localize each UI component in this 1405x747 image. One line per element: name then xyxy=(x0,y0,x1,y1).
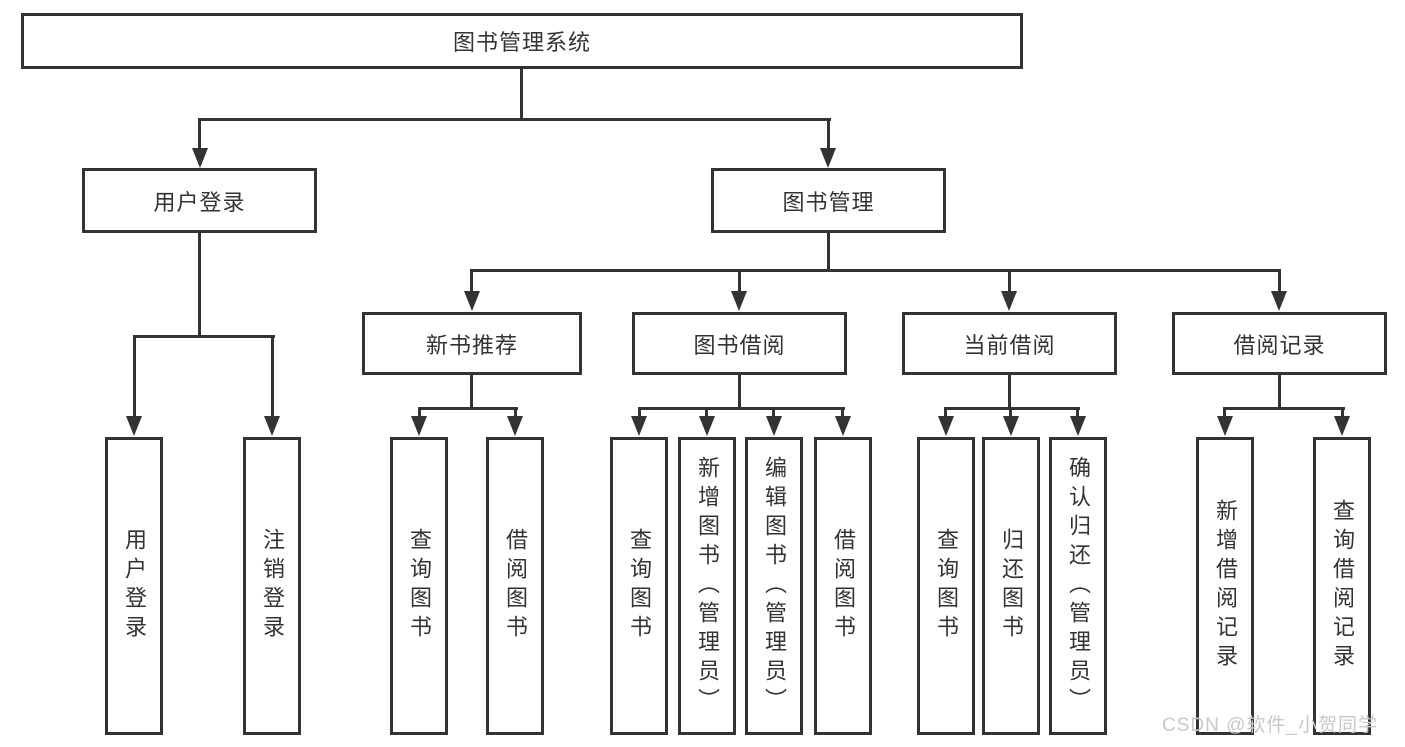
connector-root-vertical xyxy=(520,69,523,120)
leaf-label: 查询借阅记录 xyxy=(1330,499,1355,673)
leaf-label: 借阅图书 xyxy=(503,528,528,644)
leaf-label: 确认归还（管理员） xyxy=(1066,455,1091,717)
connector-nr-horizontal xyxy=(418,407,518,410)
leaf-br-add-record: 新增借阅记录 xyxy=(1196,437,1254,735)
connector-user-login-vertical xyxy=(198,233,201,337)
arrow-down-icon xyxy=(411,416,427,436)
leaf-user-login: 用户登录 xyxy=(105,437,163,735)
leaf-nr-borrow-book: 借阅图书 xyxy=(486,437,544,735)
arrow-down-icon xyxy=(766,416,782,436)
connector-drop-leaf-logout xyxy=(271,335,274,418)
leaf-label: 查询图书 xyxy=(934,528,959,644)
connector-drop-bb-add xyxy=(705,407,708,419)
connector-drop-br-query xyxy=(1341,407,1344,419)
connector-drop-nr-borrow xyxy=(514,407,517,419)
arrow-down-icon xyxy=(464,291,480,311)
node-book-management: 图书管理 xyxy=(711,168,946,233)
leaf-bb-add-book-admin: 新增图书（管理员） xyxy=(678,437,736,735)
node-new-book-recommend: 新书推荐 xyxy=(362,312,582,375)
connector-br-horizontal xyxy=(1223,407,1345,410)
leaf-cb-return-book: 归还图书 xyxy=(982,437,1040,735)
connector-drop-bb-query xyxy=(638,407,641,419)
connector-br-vertical xyxy=(1278,375,1281,409)
node-book-borrow: 图书借阅 xyxy=(632,312,847,375)
leaf-logout: 注销登录 xyxy=(243,437,301,735)
leaf-nr-query-book: 查询图书 xyxy=(390,437,448,735)
node-label: 图书管理系统 xyxy=(452,30,591,55)
node-label: 新书推荐 xyxy=(425,332,518,358)
leaf-label: 新增借阅记录 xyxy=(1213,499,1238,673)
connector-drop-new-book-recommend xyxy=(470,269,473,293)
node-label: 图书管理 xyxy=(782,189,875,215)
arrow-down-icon xyxy=(631,416,647,436)
arrow-down-icon xyxy=(1070,416,1086,436)
arrow-down-icon xyxy=(1217,416,1233,436)
arrow-down-icon xyxy=(264,416,280,436)
arrow-down-icon xyxy=(126,416,142,436)
arrow-down-icon xyxy=(938,416,954,436)
leaf-label: 新增图书（管理员） xyxy=(695,455,720,717)
leaf-label: 查询图书 xyxy=(627,528,652,644)
node-label: 用户登录 xyxy=(153,189,246,215)
connector-bb-horizontal xyxy=(638,407,845,410)
connector-book-management-vertical xyxy=(827,233,830,272)
node-label: 图书借阅 xyxy=(693,332,786,358)
connector-drop-bb-edit xyxy=(772,407,775,419)
connector-level3-horizontal xyxy=(470,269,1281,272)
leaf-cb-confirm-return-admin: 确认归还（管理员） xyxy=(1049,437,1107,735)
leaf-bb-edit-book-admin: 编辑图书（管理员） xyxy=(745,437,803,735)
connector-drop-borrow-record xyxy=(1278,269,1281,293)
arrow-down-icon xyxy=(1334,416,1350,436)
connector-drop-cb-query xyxy=(944,407,947,419)
connector-drop-current-borrow xyxy=(1008,269,1011,293)
leaf-label: 编辑图书（管理员） xyxy=(762,455,787,717)
leaf-bb-borrow-book: 借阅图书 xyxy=(814,437,872,735)
connector-drop-book-management xyxy=(827,118,830,151)
leaf-label: 用户登录 xyxy=(122,528,147,644)
arrow-down-icon xyxy=(835,416,851,436)
connector-drop-book-borrow xyxy=(738,269,741,293)
connector-drop-cb-confirm xyxy=(1076,407,1079,419)
node-library-management-system: 图书管理系统 xyxy=(21,13,1023,69)
connector-nr-vertical xyxy=(470,375,473,409)
arrow-down-icon xyxy=(192,148,208,168)
node-current-borrow: 当前借阅 xyxy=(902,312,1117,375)
connector-drop-br-add xyxy=(1223,407,1226,419)
connector-drop-cb-return xyxy=(1009,407,1012,419)
leaf-br-query-record: 查询借阅记录 xyxy=(1313,437,1371,735)
leaf-label: 借阅图书 xyxy=(831,528,856,644)
connector-drop-user-login xyxy=(198,118,201,151)
node-borrow-record: 借阅记录 xyxy=(1172,312,1387,375)
leaf-cb-query-book: 查询图书 xyxy=(917,437,975,735)
leaf-bb-query-book: 查询图书 xyxy=(610,437,668,735)
arrow-down-icon xyxy=(731,291,747,311)
connector-drop-bb-borrow xyxy=(841,407,844,419)
connector-drop-leaf-user-login xyxy=(133,335,136,418)
arrow-down-icon xyxy=(1001,291,1017,311)
leaf-label: 注销登录 xyxy=(260,528,285,644)
arrow-down-icon xyxy=(1003,416,1019,436)
leaf-label: 归还图书 xyxy=(999,528,1024,644)
connector-cb-vertical xyxy=(1008,375,1011,409)
arrow-down-icon xyxy=(1271,291,1287,311)
csdn-watermark: CSDN @软件_小贺同学 xyxy=(1162,715,1378,736)
node-label: 当前借阅 xyxy=(963,332,1056,358)
connector-drop-nr-query xyxy=(418,407,421,419)
arrow-down-icon xyxy=(507,416,523,436)
connector-cb-horizontal xyxy=(944,407,1080,410)
connector-level1-horizontal xyxy=(198,118,831,121)
arrow-down-icon xyxy=(820,148,836,168)
connector-user-login-horizontal xyxy=(133,335,275,338)
leaf-label: 查询图书 xyxy=(407,528,432,644)
node-user-login: 用户登录 xyxy=(82,168,317,233)
arrow-down-icon xyxy=(699,416,715,436)
connector-bb-vertical xyxy=(738,375,741,409)
node-label: 借阅记录 xyxy=(1233,332,1326,358)
